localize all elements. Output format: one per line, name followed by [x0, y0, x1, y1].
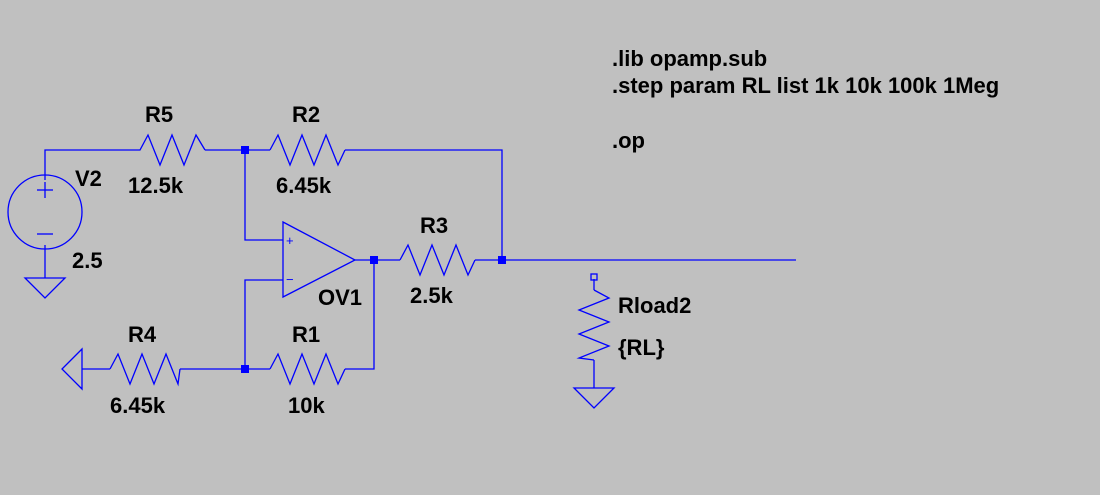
- resistor-r3[interactable]: [399, 243, 476, 277]
- resistor-r2[interactable]: [269, 133, 346, 167]
- opamp-ov1[interactable]: + −: [282, 220, 357, 299]
- wire-node-to-plus: [244, 150, 283, 241]
- wire-r2-to-out-node: [345, 149, 503, 260]
- junction-dot: [498, 256, 506, 264]
- resistor-r5[interactable]: [125, 133, 206, 167]
- wire-minus-to-node: [244, 279, 283, 369]
- label-r5-value: 12.5k: [128, 173, 184, 198]
- resistor-rload2[interactable]: [576, 289, 611, 361]
- junctions: [241, 146, 506, 373]
- ground-r4-icon: [61, 347, 83, 391]
- label-rload2-value: {RL}: [618, 335, 665, 360]
- wires: [44, 149, 796, 388]
- resistor-r4[interactable]: [109, 352, 181, 387]
- wire-v2-to-r5: [44, 149, 125, 180]
- voltage-source-v2[interactable]: [7, 174, 83, 250]
- junction-dot: [241, 146, 249, 154]
- rload2-pin-marker: [590, 273, 598, 281]
- label-r3-name: R3: [420, 213, 448, 238]
- spice-directives[interactable]: .lib opamp.sub .step param RL list 1k 10…: [612, 46, 999, 153]
- label-r3-value: 2.5k: [410, 283, 454, 308]
- label-r4-value: 6.45k: [110, 393, 166, 418]
- label-r1-name: R1: [292, 322, 320, 347]
- label-r2-name: R2: [292, 102, 320, 127]
- label-r5-name: R5: [145, 102, 173, 127]
- label-rload2-name: Rload2: [618, 293, 691, 318]
- label-r4-name: R4: [128, 322, 157, 347]
- junction-dot: [370, 256, 378, 264]
- junction-dot: [241, 365, 249, 373]
- label-v2-name: V2: [75, 166, 102, 191]
- wire-r1-to-out: [345, 260, 375, 370]
- opamp-triangle: [282, 220, 357, 299]
- directive-step: .step param RL list 1k 10k 100k 1Meg: [612, 73, 999, 98]
- directive-lib: .lib opamp.sub: [612, 46, 767, 71]
- directive-op: .op: [612, 128, 645, 153]
- label-r1-value: 10k: [288, 393, 325, 418]
- opamp-minus-sign: −: [286, 272, 294, 287]
- opamp-plus-sign: +: [286, 233, 294, 248]
- vsource-circle: [7, 174, 83, 250]
- component-labels: R5 12.5k R2 6.45k V2 2.5 R3 2.5k OV1 R4 …: [72, 102, 691, 418]
- ground-v2-icon: [23, 277, 67, 299]
- label-ov1-name: OV1: [318, 285, 362, 310]
- label-v2-value: 2.5: [72, 248, 103, 273]
- ground-rload2-icon: [572, 387, 616, 409]
- label-r2-value: 6.45k: [276, 173, 332, 198]
- resistor-r1[interactable]: [269, 352, 346, 386]
